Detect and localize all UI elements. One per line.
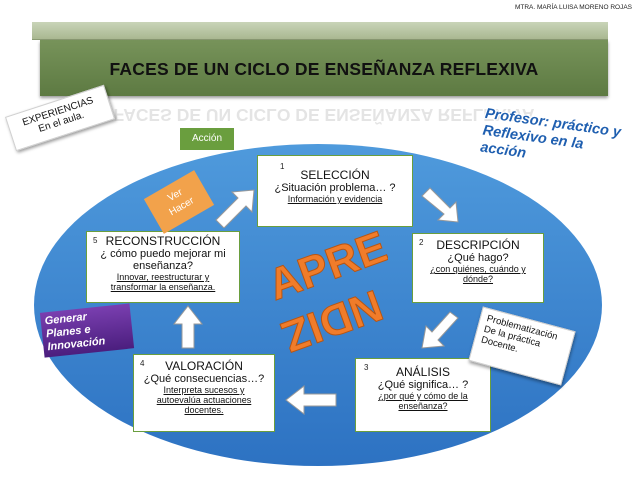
- title-banner: FACES DE UN CICLO DE ENSEÑANZA REFLEXIVA: [40, 40, 608, 96]
- phase-detail: ¿con quiénes, cuándo y dónde?: [430, 264, 526, 284]
- phase-seleccion: 1 SELECCIÓN ¿Situación problema… ? Infor…: [257, 155, 413, 227]
- phase-title: ANÁLISIS: [395, 365, 451, 379]
- arrow-analisis-to-valoracion: [285, 384, 337, 416]
- accion-label: Acción: [180, 128, 234, 150]
- phase-question: ¿Situación problema… ?: [274, 182, 396, 194]
- phase-question-2: enseñanza?: [133, 260, 193, 272]
- phase-reconstruccion: 5 RECONSTRUCCIÓN ¿ cómo puedo mejorar mi…: [86, 231, 240, 303]
- phase-number: 2: [419, 238, 424, 247]
- phase-detail: ¿por qué y cómo de la enseñanza?: [378, 391, 468, 411]
- phase-detail: Información y evidencia: [287, 194, 383, 204]
- phase-number: 1: [280, 162, 285, 171]
- phase-question: ¿Qué hago?: [447, 252, 509, 264]
- phase-descripcion: 2 DESCRIPCIÓN ¿Qué hago? ¿con quiénes, c…: [412, 233, 544, 303]
- profesor-caption: Profesor: práctico y Reflexivo en la acc…: [479, 106, 635, 177]
- phase-detail-2: autoevalúa actuaciones: [156, 395, 252, 405]
- phase-question: ¿Qué significa… ?: [377, 379, 469, 391]
- phase-number: 4: [140, 359, 145, 368]
- phase-question: ¿Qué consecuencias…?: [143, 373, 265, 385]
- page-title: FACES DE UN CICLO DE ENSEÑANZA REFLEXIVA: [109, 59, 539, 79]
- phase-detail-1: Interpreta sucesos y: [163, 385, 245, 395]
- phase-question-1: ¿ cómo puedo mejorar mi: [100, 248, 226, 260]
- phase-detail-3: docentes.: [184, 405, 224, 415]
- arrow-accion-to-seleccion: [215, 189, 255, 228]
- phase-title: SELECCIÓN: [300, 168, 370, 182]
- arrow-seleccion-to-descripcion: [421, 187, 459, 223]
- phase-analisis: 3 ANÁLISIS ¿Qué significa… ? ¿por qué y …: [355, 358, 491, 432]
- phase-title: VALORACIÓN: [165, 359, 243, 373]
- phase-number: 3: [364, 363, 369, 372]
- phase-number: 5: [93, 236, 98, 245]
- phase-detail-1: Innovar, reestructurar y: [116, 272, 210, 282]
- generar-planes-tag: Generar Planes e Innovación: [39, 303, 135, 358]
- phase-valoracion: 4 VALORACIÓN ¿Qué consecuencias…? Interp…: [133, 354, 275, 432]
- phase-title: DESCRIPCIÓN: [436, 238, 520, 252]
- arrow-valoracion-to-reconstruccion: [172, 305, 204, 349]
- aprendizaje-wordart: APRE NDIZ: [268, 226, 388, 362]
- phase-detail-2: transformar la enseñanza.: [110, 282, 216, 292]
- phase-title: RECONSTRUCCIÓN: [105, 234, 221, 248]
- arrow-descripcion-to-analisis: [421, 311, 459, 349]
- author-credit: MTRA. MARÍA LUISA MORENO ROJAS: [514, 4, 632, 11]
- top-decor-bar: [32, 22, 608, 40]
